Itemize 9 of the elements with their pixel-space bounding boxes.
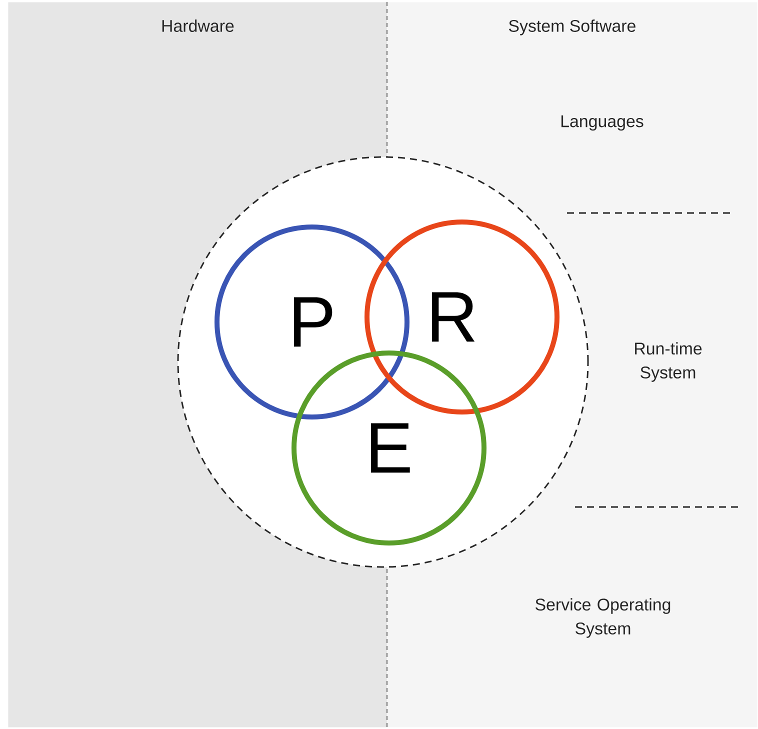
dashed-circle <box>177 156 589 568</box>
layer-label: Run-time System <box>635 342 702 382</box>
ring <box>214 224 410 420</box>
ring-letter: R <box>432 292 475 342</box>
layer-label: Languages <box>561 115 644 131</box>
ring <box>364 220 560 414</box>
ring <box>292 350 486 546</box>
ring-letter: P <box>294 297 332 347</box>
layer-label: Service Operating System <box>536 598 670 638</box>
